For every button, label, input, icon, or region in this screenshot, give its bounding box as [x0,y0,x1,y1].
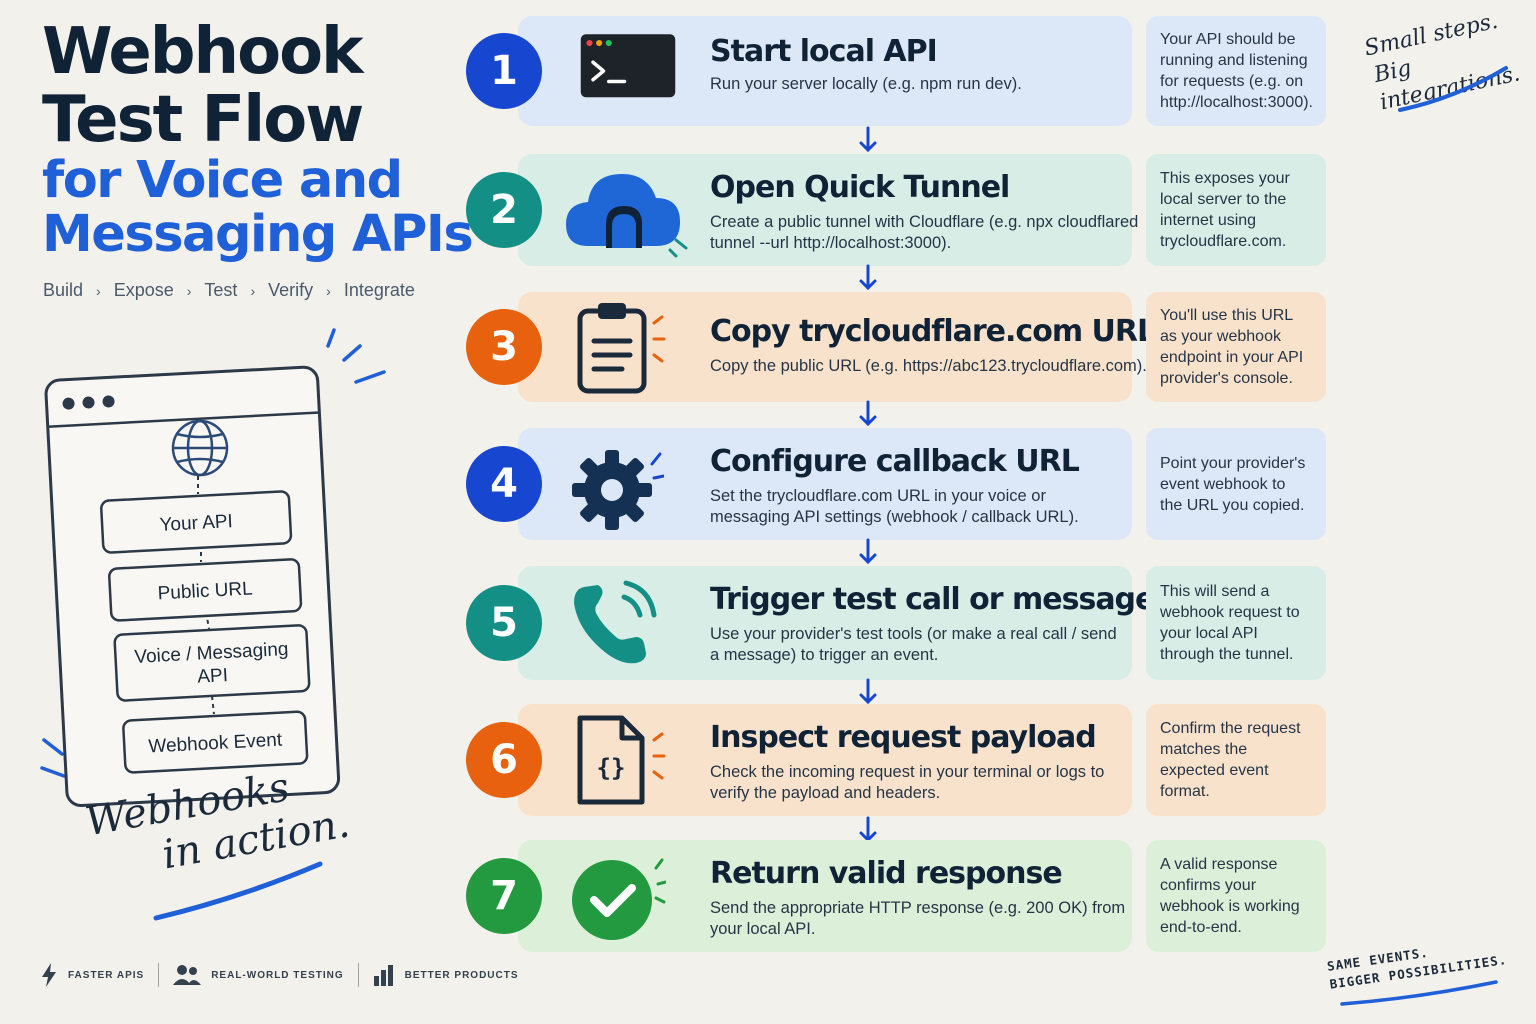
step-note: This exposes your local server to the in… [1146,154,1326,266]
diagram-box-label: Your API [159,511,233,536]
footer-label: BETTER PRODUCTS [404,969,519,981]
phone-icon [574,580,657,664]
step-description: Copy the public URL (e.g. https://abc123… [710,357,1147,375]
step-number-badge: 2 [466,172,542,248]
breadcrumb-item: Test [204,280,238,300]
step-description: Check the incoming request in your termi… [710,763,1105,802]
lightning-icon [42,963,56,987]
footer-item-faster-apis: FASTER APIS [40,962,158,988]
step-note: A valid response confirms your webhook i… [1146,840,1326,952]
cloud-tunnel-icon [566,174,688,258]
breadcrumb-item: Integrate [343,280,415,300]
spark-lines-icon [40,328,386,778]
footer-item-real-world-testing: REAL-WORLD TESTING [159,964,357,986]
arrow-down-icon [859,126,877,153]
chevron-right-icon: › [250,283,256,299]
users-icon [173,965,202,985]
page-title: Webhook Test Flow for Voice and Messagin… [42,15,474,264]
step-1: 1 Start local API Run your server locall… [466,16,1358,126]
step-note: You'll use this URL as your webhook endp… [1146,292,1326,402]
chevron-right-icon: › [96,283,101,299]
step-description: Send the appropriate HTTP response (e.g.… [710,899,1126,938]
breadcrumb-item: Build [43,280,84,300]
step-2: 2 Open Quick Tunnel Create a public tunn… [466,154,1358,266]
underline-stroke [1398,66,1508,112]
footer-item-better-products: BETTER PRODUCTS [359,964,533,986]
footer-divider [357,963,359,987]
arrow-down-icon [859,264,877,291]
step-7: 7 Return valid response Send the appropr… [466,840,1358,952]
diagram-box-public-url [108,558,303,622]
step-title: Trigger test call or message [710,582,1155,617]
bar-chart-icon [373,965,393,986]
window-dot [62,397,75,410]
code-file-icon: {} [577,715,666,805]
window-dot [102,395,115,408]
step-3: 3 Copy trycloudflare.com URL Copy the pu… [466,292,1358,402]
step-6: 6 {} Inspect request payload Check the i… [466,704,1358,816]
step-5: 5 Trigger test call or message Use your … [466,566,1358,680]
globe-icon [171,419,229,477]
footer-divider [158,963,160,987]
step-title: Configure callback URL [710,444,1080,479]
subtitle-line-2: Messaging APIs [42,205,474,264]
step-note: Point your provider's event webhook to t… [1146,428,1326,540]
terminal-icon [580,34,676,98]
step-title: Copy trycloudflare.com URL [710,314,1156,349]
chevron-right-icon: › [186,283,192,299]
gear-icon [572,450,664,530]
step-number-badge: 7 [466,858,542,934]
step-number-badge: 6 [466,722,542,798]
check-circle-icon [572,858,666,940]
step-note: Your API should be running and listening… [1146,16,1326,126]
arrow-down-icon [859,400,877,427]
title-line-1: Webhook [42,15,364,89]
breadcrumb-item: Expose [113,280,174,300]
clipboard-icon [577,303,666,394]
diagram-box-label: Public URL [157,578,253,604]
flow-sketch: Your API Public URL Voice / Messaging AP… [40,328,386,807]
step-description: Use your provider's test tools (or make … [710,625,1117,664]
step-title: Open Quick Tunnel [710,170,1010,205]
breadcrumb: Build › Expose › Test › Verify › Integra… [43,280,415,302]
breadcrumb-item: Verify [268,280,314,300]
step-title: Return valid response [710,856,1063,891]
step-note: This will send a webhook request to your… [1146,566,1326,680]
diagram-box-webhook-event [122,710,309,774]
footer-bar: FASTER APIS REAL-WORLD TESTING BETTER PR… [40,962,533,988]
title-line-2: Test Flow [42,83,364,157]
window-dot [82,396,95,409]
step-title: Start local API [710,34,938,69]
step-description: Run your server locally (e.g. npm run de… [710,75,1022,93]
step-number-badge: 4 [466,446,542,522]
diagram-box-your-api [100,490,293,554]
chevron-right-icon: › [326,283,331,299]
subtitle-line-1: for Voice and [42,151,403,210]
step-number-badge: 3 [466,309,542,385]
arrow-down-icon [859,538,877,565]
step-title: Inspect request payload [710,720,1097,755]
svg-text:{}: {} [597,754,626,782]
diagram-box-voice-messaging-api [113,624,311,702]
footer-label: FASTER APIS [68,969,145,981]
diagram-box-label: API [197,665,229,688]
step-description: Set the trycloudflare.com URL in your vo… [710,487,1079,526]
footer-label: REAL-WORLD TESTING [211,969,344,981]
step-number-badge: 1 [466,33,542,109]
step-4: 4 Configure callback URL Set the tryclou… [466,428,1358,540]
step-note: Confirm the request matches the expected… [1146,704,1326,816]
arrow-down-icon [859,678,877,705]
underline-stroke [1340,980,1498,1006]
underline-stroke [153,861,323,921]
step-description: Create a public tunnel with Cloudflare (… [710,213,1139,252]
step-number-badge: 5 [466,585,542,661]
